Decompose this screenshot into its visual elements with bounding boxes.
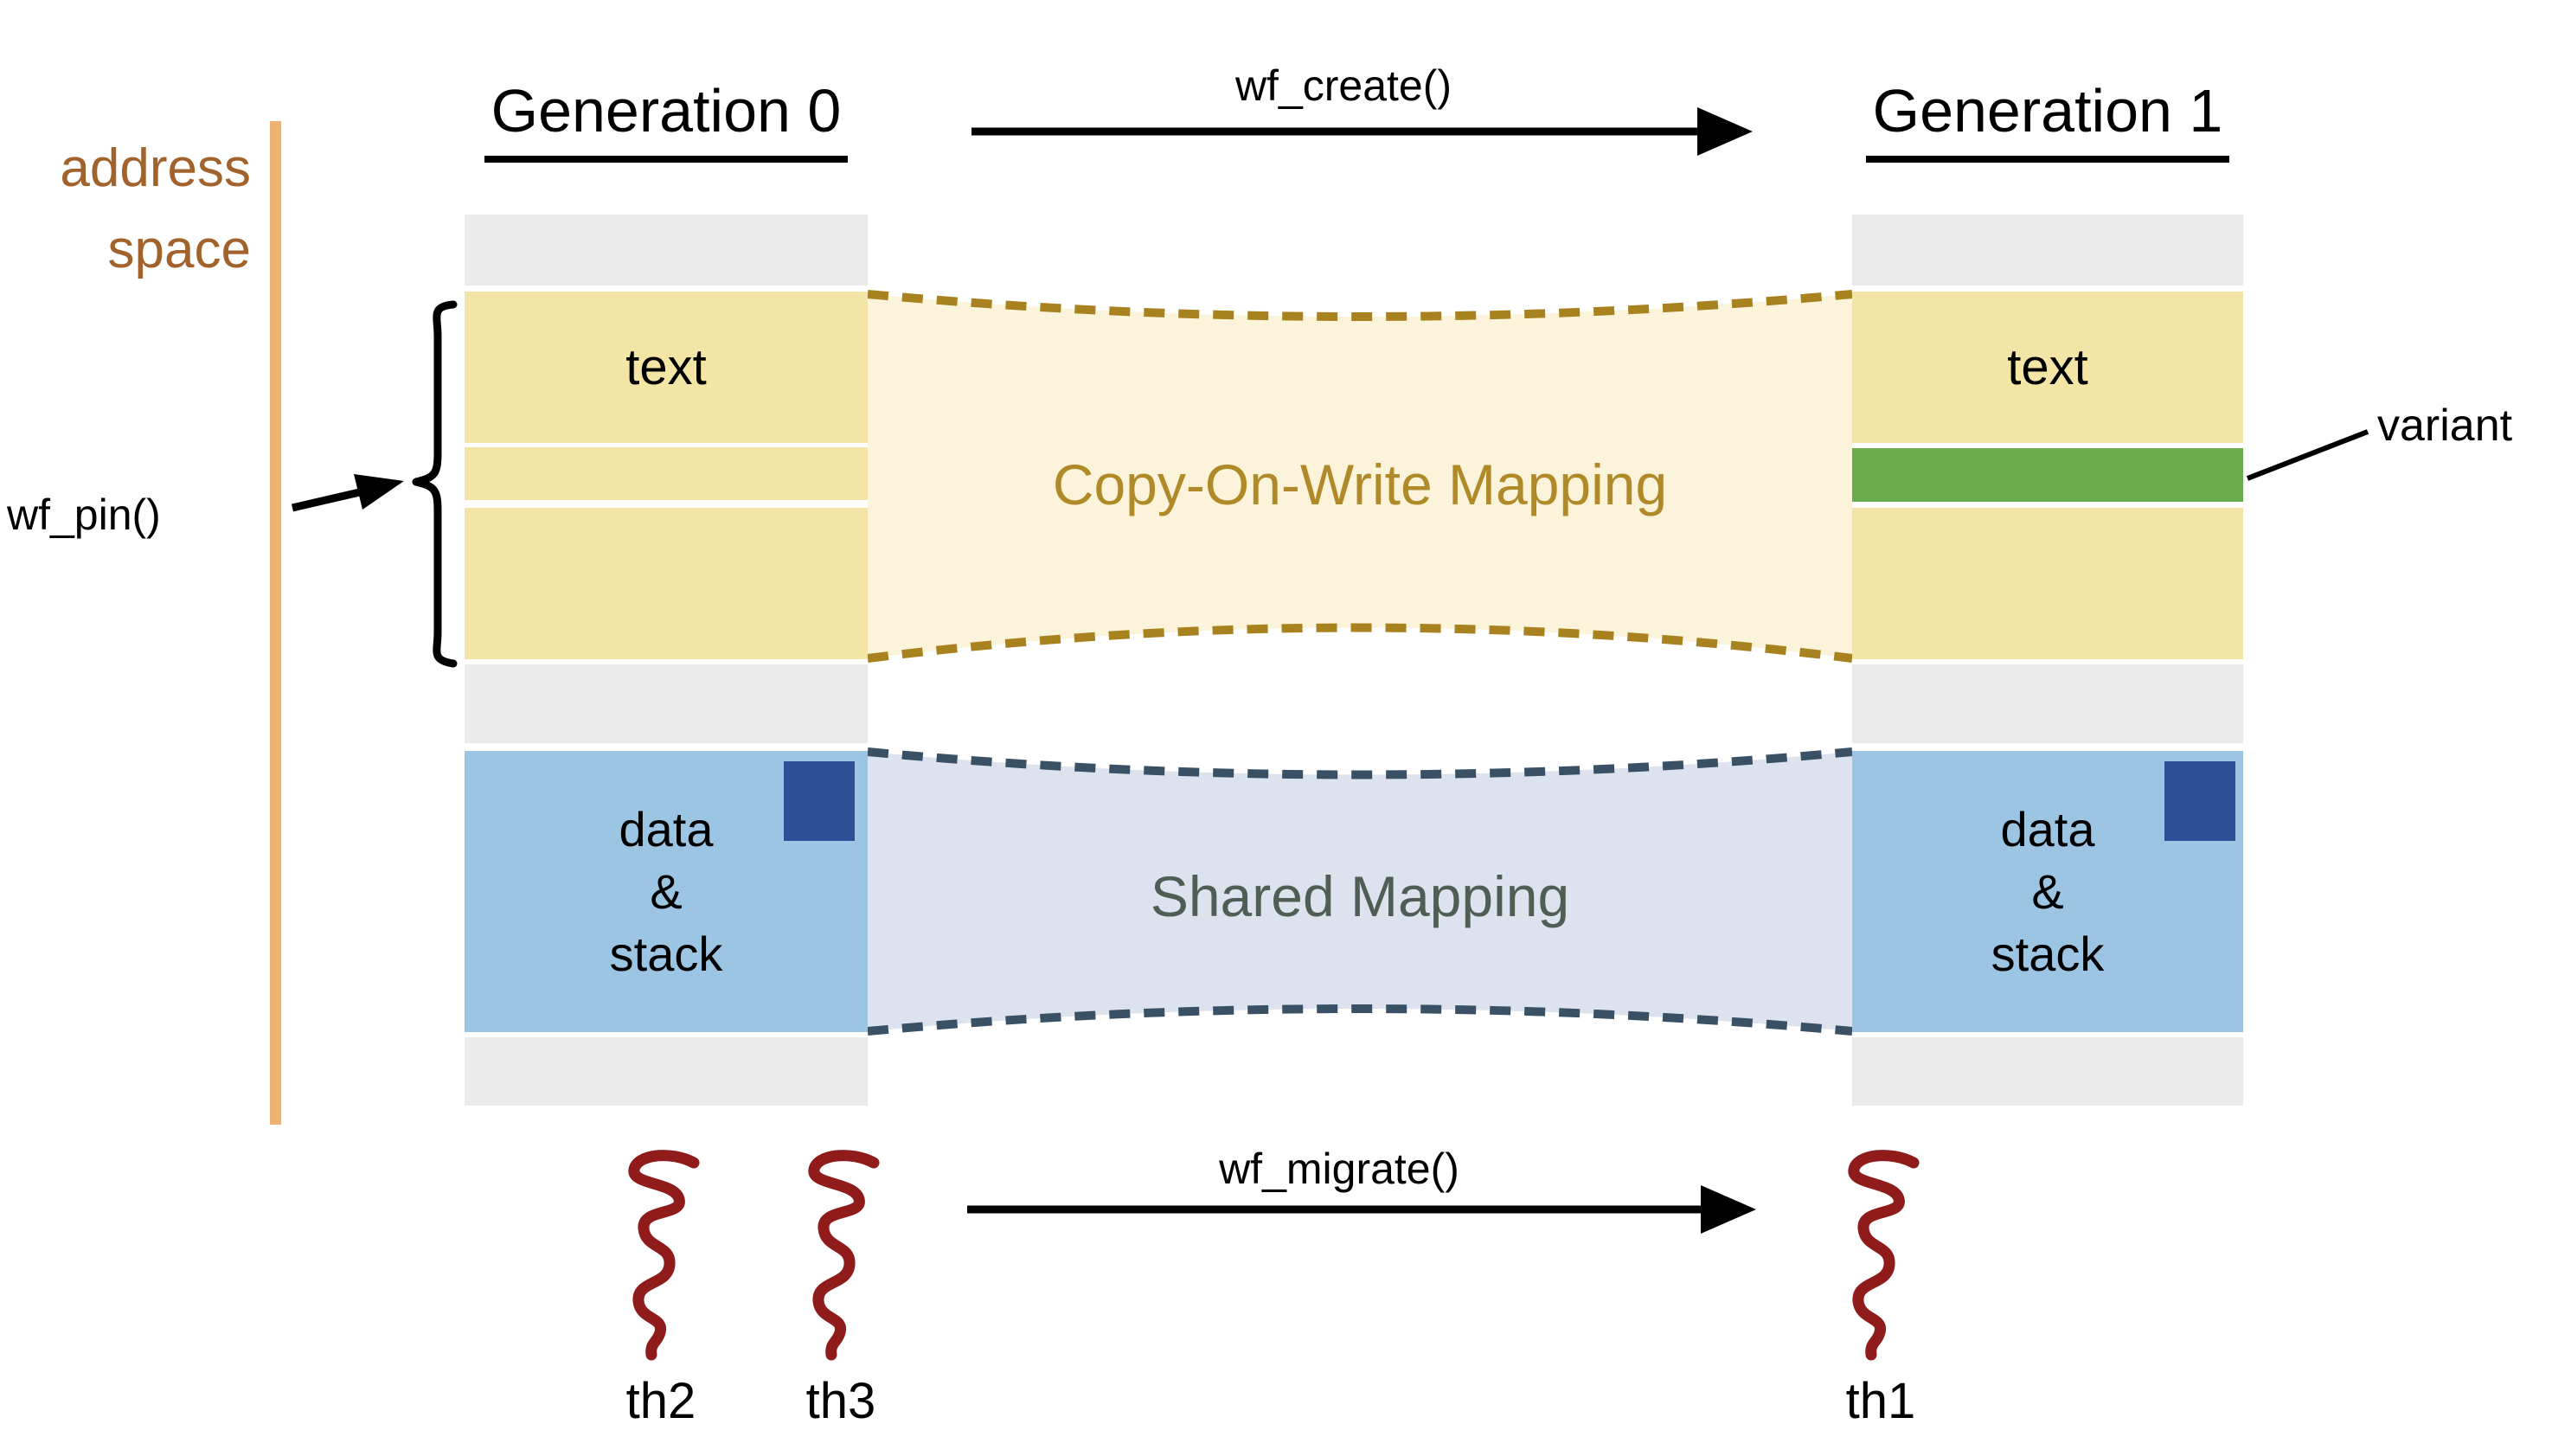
gen0-text-segment: text (465, 292, 868, 443)
gen1-segment-gray-middle (1852, 664, 2243, 743)
gen1-stack-line: stack (1991, 926, 2105, 981)
thread-th1-squiggle (1854, 1156, 1914, 1355)
gen1-text-segment: text (1852, 292, 2243, 443)
shared-mapping-label: Shared Mapping (1150, 864, 1570, 928)
gen0-data-stack-label: data & stack (610, 799, 723, 985)
variant-callout-line (2246, 429, 2369, 481)
gen1-pinned-page-square (2164, 761, 2235, 841)
address-space-label-line1: address (60, 138, 251, 198)
pinned-region-brace (412, 300, 458, 668)
shared-mapping-top-dashed-border (867, 747, 1853, 779)
gen0-yellow-segment-bottom (465, 508, 868, 659)
cow-mapping-region (868, 294, 1852, 658)
gen1-data-stack-label: data & stack (1991, 799, 2105, 985)
gen0-pinned-page-square (784, 761, 855, 841)
gen1-variant-strip (1852, 448, 2243, 502)
wf-pin-arrow (291, 474, 404, 512)
wf-migrate-label: wf_migrate() (1219, 1145, 1459, 1193)
generation-0-title: Generation 0 (465, 76, 868, 163)
address-space-label: address space (26, 128, 251, 291)
gen0-segment-gray-bottom (465, 1037, 868, 1106)
gen0-segment-gray-middle (465, 664, 868, 743)
gen0-data-line: data (619, 801, 714, 856)
gen1-segment-gray-bottom (1852, 1037, 2243, 1106)
gen0-amp-line: & (650, 863, 683, 919)
address-space-label-line2: space (107, 220, 251, 279)
wf-pin-label: wf_pin() (7, 491, 161, 539)
cow-mapping-top-dashed-border (867, 290, 1853, 321)
gen0-data-stack-segment: data & stack (465, 751, 868, 1032)
shared-mapping-bottom-dashed-border (867, 1004, 1853, 1036)
gen0-pinned-strip (465, 447, 868, 500)
cow-mapping-bottom-dashed-border (867, 623, 1853, 663)
gen1-data-line: data (2000, 801, 2095, 856)
wf-create-label: wf_create() (1234, 61, 1452, 110)
gen1-data-stack-segment: data & stack (1852, 751, 2243, 1032)
wf-migrate-arrow (967, 1185, 1756, 1234)
thread-th1-label: th1 (1845, 1373, 1916, 1429)
thread-th3-label: th3 (805, 1373, 876, 1429)
gen0-segment-gray-top (465, 215, 868, 285)
gen0-text-segment-label: text (625, 338, 707, 395)
variant-label: variant (2377, 401, 2513, 451)
wf-create-arrow (971, 107, 1753, 156)
shared-mapping-region (868, 752, 1852, 1031)
gen1-segment-gray-top (1852, 215, 2243, 285)
gen1-amp-line: & (2031, 863, 2064, 919)
gen1-text-segment-label: text (2007, 338, 2088, 395)
cow-mapping-label: Copy-On-Write Mapping (1052, 452, 1668, 516)
thread-th2-label: th2 (625, 1373, 696, 1429)
generation-1-title: Generation 1 (1852, 76, 2243, 163)
generation-1-title-text: Generation 1 (1865, 76, 2230, 163)
address-space-axis (270, 121, 281, 1125)
thread-th2-squiggle (634, 1156, 694, 1355)
gen0-stack-line: stack (609, 926, 723, 981)
gen1-yellow-segment-bottom (1852, 508, 2243, 659)
thread-th3-squiggle (814, 1156, 874, 1355)
generation-0-title-text: Generation 0 (484, 76, 849, 163)
